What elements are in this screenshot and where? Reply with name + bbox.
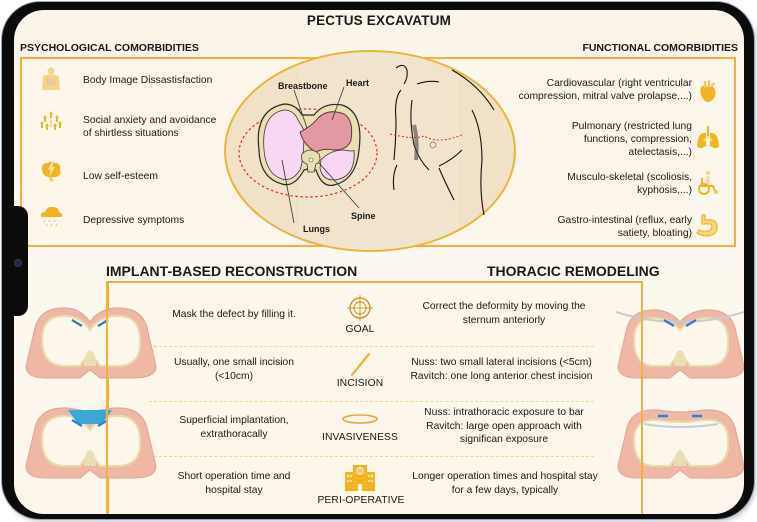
svg-text:H: H bbox=[358, 469, 362, 475]
psychological-heading: PSYCHOLOGICAL COMORBIDITIES bbox=[20, 42, 199, 54]
func-item-gastrointestinal: Gastro-intestinal (reflux, early satiety… bbox=[557, 215, 692, 239]
heart-icon bbox=[700, 80, 716, 103]
divider-left bbox=[106, 281, 108, 514]
remodeling-heading: THORACIC REMODELING bbox=[487, 263, 660, 279]
chest-cross-section-illustration bbox=[238, 64, 495, 224]
page-title: PECTUS EXCAVATUM bbox=[306, 13, 452, 28]
func-item-musculoskeletal: Musculo-skeletal (scoliosis, kyphosis,..… bbox=[567, 172, 692, 196]
invasiveness-remodeling-text: Nuss: intrathoracic exposure to bar Ravi… bbox=[424, 407, 584, 445]
infographic-screen: PECTUS EXCAVATUM PSYCHOLOGICAL COMORBIDI… bbox=[14, 10, 744, 514]
category-incision: INCISION bbox=[336, 378, 384, 389]
psych-item-social-anxiety: Social anxiety and avoidance of shirtles… bbox=[83, 115, 217, 139]
func-item-pulmonary: Pulmonary (restricted lung functions, co… bbox=[571, 121, 692, 158]
label-breastbone: Breastbone bbox=[278, 81, 328, 91]
lungs-icon bbox=[697, 126, 719, 149]
functional-heading: FUNCTIONAL COMORBIDITIES bbox=[582, 42, 738, 54]
psych-item-depressive: Depressive symptoms bbox=[83, 215, 185, 226]
wheelchair-icon bbox=[698, 170, 718, 195]
scalpel-icon bbox=[350, 352, 371, 377]
left-lung bbox=[263, 109, 305, 180]
incision-line bbox=[389, 133, 465, 141]
row-divider bbox=[149, 346, 594, 347]
func-item-cardiovascular: Cardiovascular (right ventricular compre… bbox=[518, 78, 692, 102]
remodeling-chest-illustration-1 bbox=[615, 309, 744, 379]
camera-icon bbox=[15, 260, 21, 266]
crowd-people-icon bbox=[40, 111, 62, 130]
rain-cloud-icon bbox=[40, 206, 63, 227]
label-heart: Heart bbox=[346, 78, 370, 88]
category-peri-operative: PERI-OPERATIVE bbox=[317, 495, 405, 506]
incision-implant-text: Usually, one small incision (<10cm) bbox=[174, 357, 294, 382]
invasiveness-implant-text: Superficial implantation, extrathoracall… bbox=[179, 415, 289, 440]
psych-item-body-image: Body Image Dissastisfaction bbox=[83, 75, 213, 86]
row-divider bbox=[149, 456, 594, 457]
category-goal: GOAL bbox=[345, 324, 375, 335]
goal-implant-text: Mask the defect by filling it. bbox=[172, 309, 296, 320]
perioperative-implant-text: Short operation time and hospital stay bbox=[177, 471, 291, 496]
hospital-icon: H bbox=[345, 465, 375, 491]
row-divider bbox=[149, 401, 594, 402]
ring-icon bbox=[342, 414, 378, 424]
target-icon bbox=[347, 295, 373, 321]
stomach-icon bbox=[696, 214, 718, 237]
implant-heading: IMPLANT-BASED RECONSTRUCTION bbox=[106, 263, 358, 279]
divider-right bbox=[641, 281, 643, 514]
goal-remodeling-text: Correct the deformity by moving the ster… bbox=[422, 301, 586, 326]
implant-chest-illustration-1 bbox=[25, 307, 157, 379]
incision-remodeling-text: Nuss: two small lateral incisions (<5cm)… bbox=[410, 357, 593, 382]
deformity-outline bbox=[238, 108, 378, 198]
brain-lightning-icon bbox=[41, 161, 61, 182]
implant-chest-illustration-2 bbox=[25, 407, 157, 479]
psych-item-self-esteem: Low self-esteem bbox=[83, 171, 158, 182]
right-lung bbox=[319, 149, 355, 181]
remodeling-chest-illustration-2 bbox=[617, 409, 744, 479]
torso-sketch bbox=[392, 64, 495, 216]
label-lungs: Lungs bbox=[303, 224, 330, 234]
label-spine: Spine bbox=[351, 211, 376, 221]
category-invasiveness: INVASIVENESS bbox=[322, 432, 398, 443]
perioperative-remodeling-text: Longer operation times and hospital stay… bbox=[412, 471, 598, 496]
body-torso-icon bbox=[42, 67, 60, 90]
